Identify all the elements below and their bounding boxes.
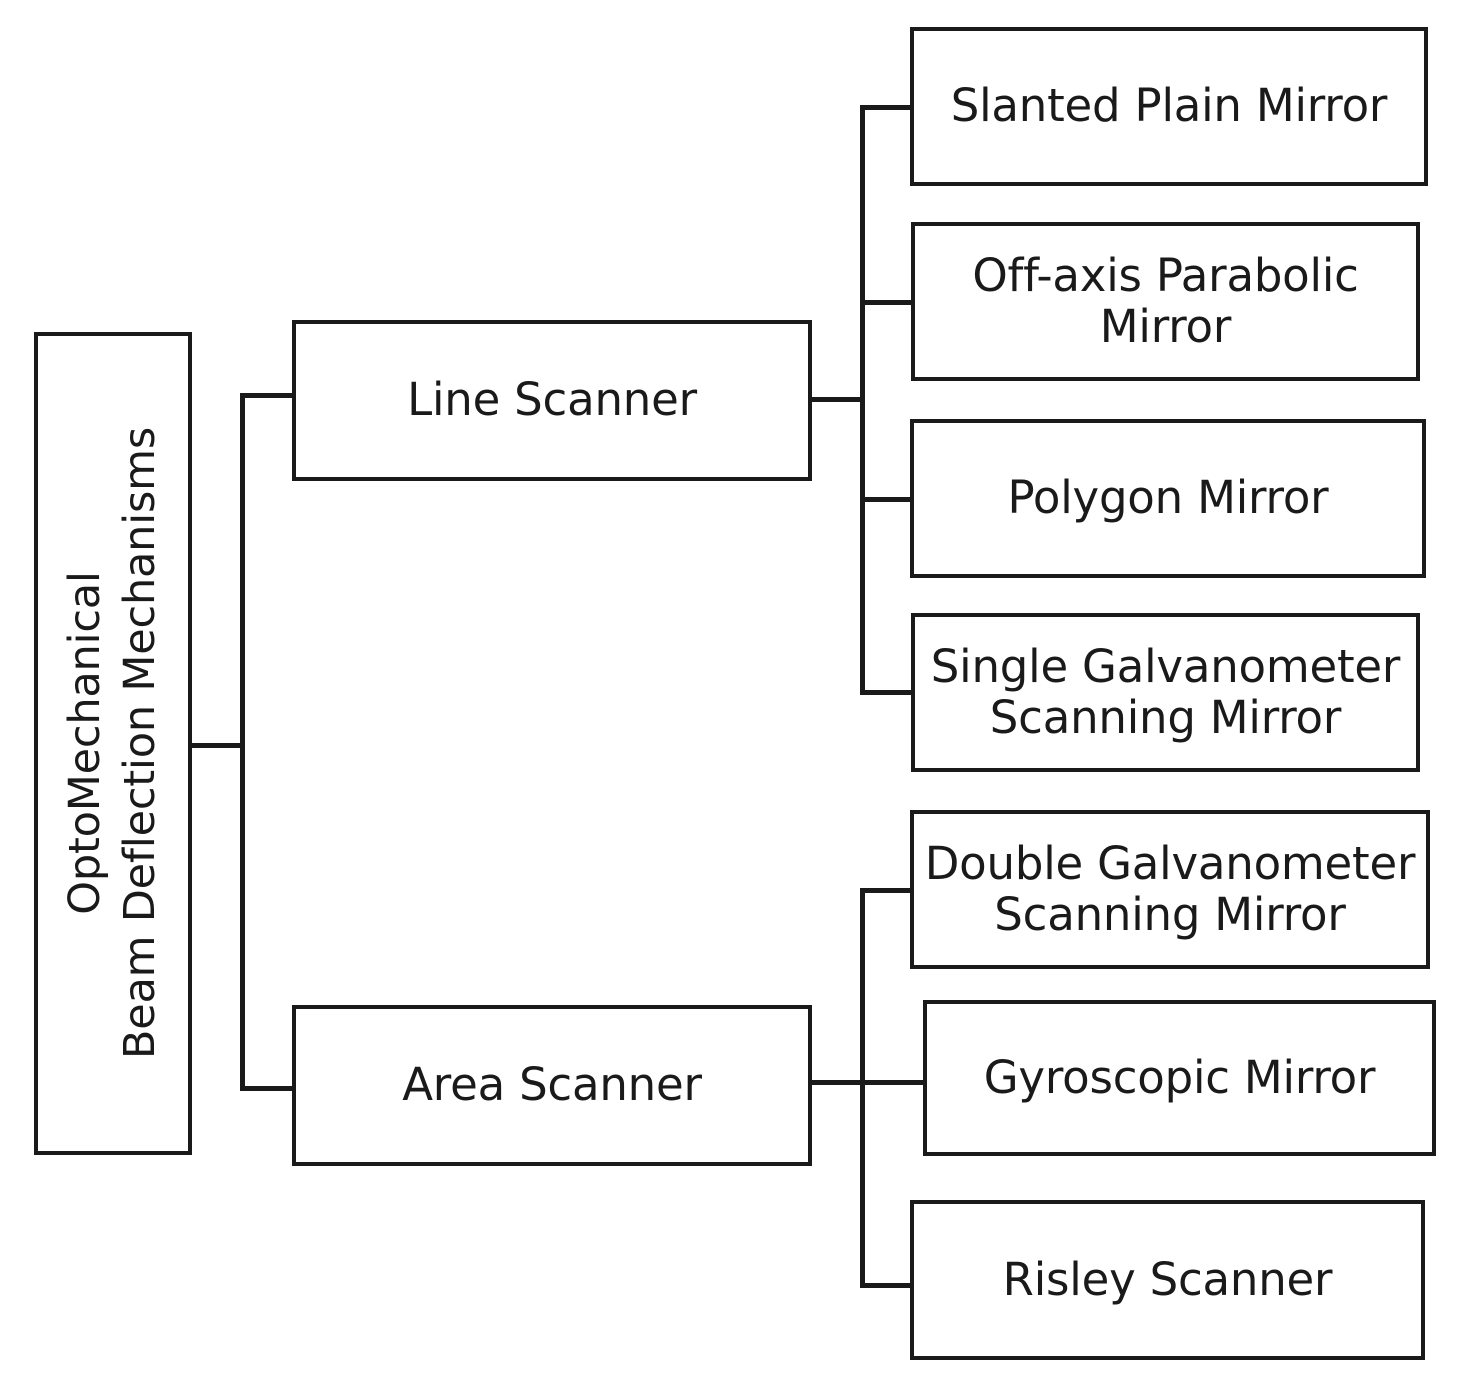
node-gyroscopic-mirror[interactable]: Gyroscopic Mirror	[923, 1000, 1436, 1156]
node-label-double-galvanometer-scanning-mirror: Double Galvanometer Scanning Mirror	[924, 837, 1416, 941]
edge-to-double-galvanometer-scanning-mirror	[860, 888, 914, 893]
node-label-risley-scanner: Risley Scanner	[1002, 1252, 1333, 1306]
edge-to-off-axis-parabolic-mirror	[860, 300, 914, 305]
node-off-axis-parabolic-mirror[interactable]: Off-axis Parabolic Mirror	[911, 222, 1420, 381]
node-label-area-scanner: Area Scanner	[402, 1058, 702, 1112]
node-label-polygon-mirror: Polygon Mirror	[1007, 471, 1329, 525]
edge-to-risley-scanner	[860, 1283, 914, 1288]
node-label-line-scanner: Line Scanner	[407, 373, 697, 427]
node-polygon-mirror[interactable]: Polygon Mirror	[910, 419, 1426, 578]
edge-to-slanted-plain-mirror	[860, 105, 914, 110]
node-risley-scanner[interactable]: Risley Scanner	[910, 1200, 1425, 1360]
edge-line-scanner-stub	[808, 397, 865, 402]
edge-to-single-galvanometer-scanning-mirror	[860, 690, 914, 695]
edge-to-gyroscopic-mirror	[860, 1080, 927, 1085]
node-label-gyroscopic-mirror: Gyroscopic Mirror	[983, 1050, 1376, 1104]
node-single-galvanometer-scanning-mirror[interactable]: Single Galvanometer Scanning Mirror	[911, 613, 1420, 772]
edge-area-scanner-stub	[808, 1080, 865, 1085]
edge-trunk-to-area-scanner	[240, 1086, 296, 1091]
node-slanted-plain-mirror[interactable]: Slanted Plain Mirror	[910, 27, 1428, 186]
node-label-single-galvanometer-scanning-mirror: Single Galvanometer Scanning Mirror	[930, 640, 1401, 744]
node-label-slanted-plain-mirror: Slanted Plain Mirror	[950, 79, 1388, 133]
edge-line-scanner-branch	[860, 105, 865, 695]
edge-root-stub	[190, 743, 245, 748]
node-label-off-axis-parabolic-mirror: Off-axis Parabolic Mirror	[972, 249, 1359, 353]
node-area-scanner[interactable]: Area Scanner	[292, 1005, 812, 1166]
node-double-galvanometer-scanning-mirror[interactable]: Double Galvanometer Scanning Mirror	[910, 810, 1430, 969]
edge-root-trunk	[240, 393, 245, 1091]
node-root-optomechanical-beam-deflection-mechanisms[interactable]: OptoMechanical Beam Deflection Mechanism…	[34, 332, 192, 1155]
root-label: OptoMechanical Beam Deflection Mechanism…	[59, 427, 166, 1060]
edge-trunk-to-line-scanner	[240, 393, 296, 398]
edge-to-polygon-mirror	[860, 497, 914, 502]
node-line-scanner[interactable]: Line Scanner	[292, 320, 812, 481]
edge-area-scanner-branch	[860, 888, 865, 1288]
